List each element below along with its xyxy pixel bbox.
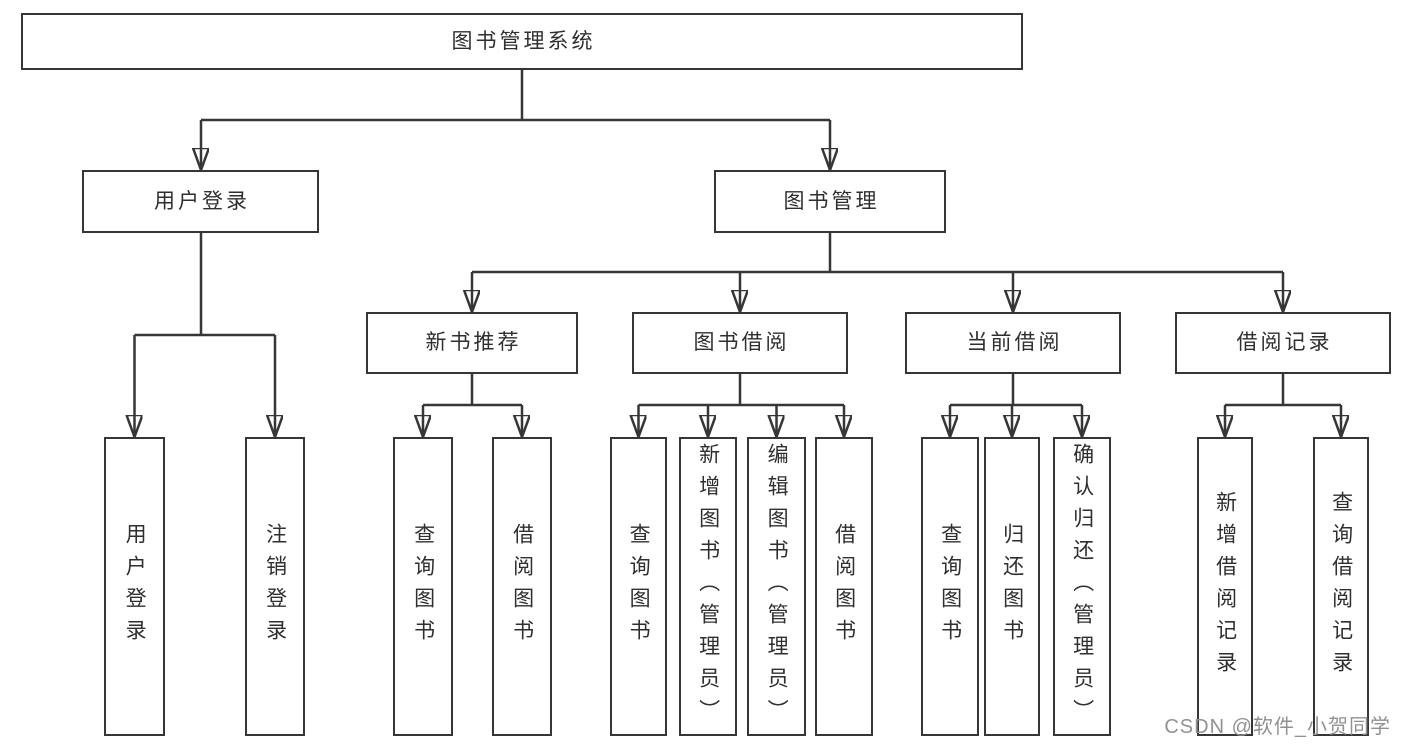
leaf-query-books-recommend: 查询图书 xyxy=(393,437,453,736)
leaf-borrow-books-recommend: 借阅图书 xyxy=(492,437,552,736)
leaf-confirm-return-admin: 确认归还（管理员） xyxy=(1053,437,1111,736)
leaf-add-borrow-record: 新增借阅记录 xyxy=(1197,437,1253,736)
leaf-query-borrow-record: 查询借阅记录 xyxy=(1313,437,1369,736)
leaf-logout: 注销登录 xyxy=(245,437,305,736)
node-book-management: 图书管理 xyxy=(714,170,946,233)
leaf-return-book: 归还图书 xyxy=(984,437,1040,736)
leaf-borrow-books-borrowing: 借阅图书 xyxy=(815,437,873,736)
node-user-login: 用户登录 xyxy=(82,170,319,233)
node-new-book-recommendation: 新书推荐 xyxy=(366,312,578,374)
leaf-user-login: 用户登录 xyxy=(104,437,165,736)
node-current-borrowing: 当前借阅 xyxy=(905,312,1121,374)
node-borrowing-records: 借阅记录 xyxy=(1175,312,1391,374)
leaf-query-books-current: 查询图书 xyxy=(921,437,979,736)
leaf-edit-book-admin: 编辑图书（管理员） xyxy=(747,437,806,736)
node-library-management-system: 图书管理系统 xyxy=(21,13,1023,70)
leaf-query-books-borrowing: 查询图书 xyxy=(610,437,667,736)
leaf-add-book-admin: 新增图书（管理员） xyxy=(679,437,737,736)
node-book-borrowing: 图书借阅 xyxy=(632,312,848,374)
